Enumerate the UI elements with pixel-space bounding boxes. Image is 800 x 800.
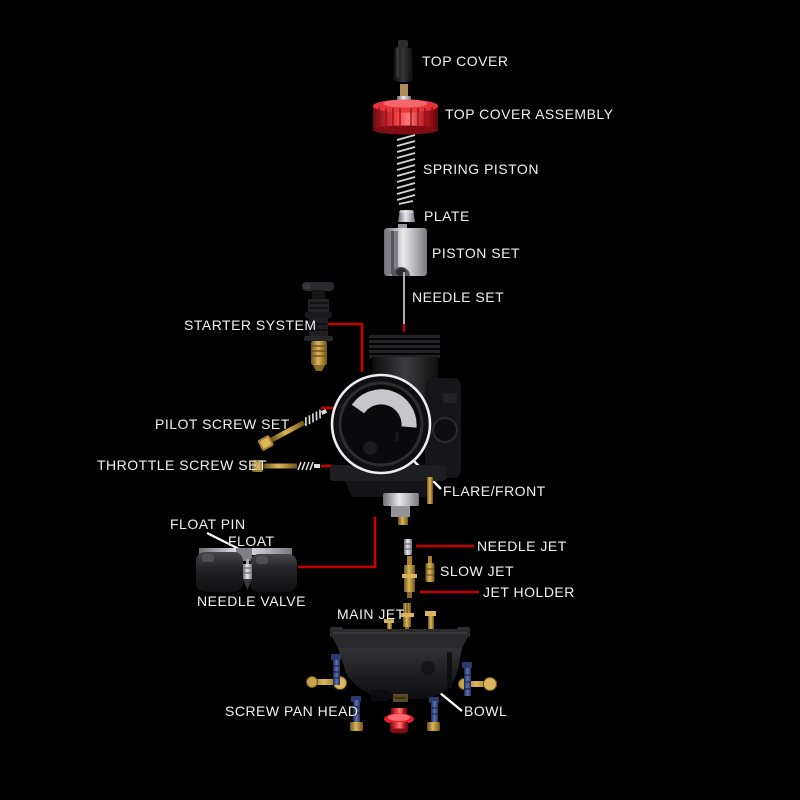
label-float: FLOAT [228, 533, 275, 549]
connector-lines [206, 322, 479, 712]
label-pilot-screw-set: PILOT SCREW SET [155, 416, 290, 432]
label-main-jet: MAIN JET [337, 606, 405, 622]
label-needle-jet: NEEDLE JET [477, 538, 567, 554]
needle-valve-part [243, 559, 252, 590]
top-cover-part [393, 40, 413, 82]
top-cover-assembly-part [373, 84, 438, 135]
label-plate: PLATE [424, 208, 470, 224]
label-needle-valve: NEEDLE VALVE [197, 593, 306, 609]
drain-plug-part [384, 708, 414, 734]
label-throttle-screw-set: THROTTLE SCREW SET [97, 457, 268, 473]
label-screw-pan-head: SCREW PAN HEAD [225, 703, 359, 719]
screw-pan-head-part [331, 654, 472, 731]
label-needle-set: NEEDLE SET [412, 289, 505, 305]
label-jet-holder: JET HOLDER [483, 584, 575, 600]
slow-jet-part [425, 556, 435, 582]
float-part [196, 548, 297, 592]
label-top-cover: TOP COVER [422, 53, 509, 69]
label-top-cover-assembly: TOP COVER ASSEMBLY [445, 106, 614, 122]
label-piston-set: PISTON SET [432, 245, 520, 261]
pilot-screw-set-part [257, 409, 328, 451]
piston-set-part [384, 224, 427, 276]
label-float-pin: FLOAT PIN [170, 516, 246, 532]
spring-piston-part [396, 134, 416, 205]
carburetor-body-part [330, 335, 461, 525]
starter-system-part [302, 282, 334, 371]
needle-jet-part [404, 539, 412, 555]
throttle-screw-set-part [252, 460, 320, 472]
label-flare-front: FLARE/FRONT [443, 483, 546, 499]
label-bowl: BOWL [464, 703, 508, 719]
label-slow-jet: SLOW JET [440, 563, 515, 579]
main-jet-part [400, 603, 414, 630]
label-starter-system: STARTER SYSTEM [184, 317, 317, 333]
plate-part [398, 210, 415, 222]
label-spring-piston: SPRING PISTON [423, 161, 539, 177]
bowl-part [330, 627, 470, 702]
jet-holder-part [402, 556, 417, 598]
